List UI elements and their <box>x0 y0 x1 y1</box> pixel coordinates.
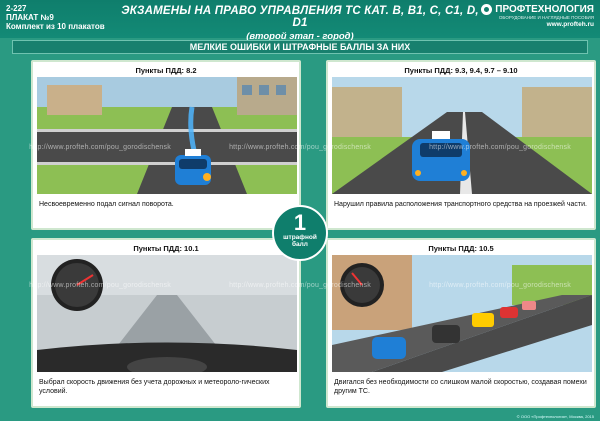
brand-tagline: ОБОРУДОВАНИЕ И НАГЛЯДНЫЕ ПОСОБИЯ <box>498 15 594 20</box>
panel-turn-signal: Пункты ПДД: 8.2 Несвоевременно подал сиг… <box>31 60 301 230</box>
page-title: ЭКЗАМЕНЫ НА ПРАВО УПРАВЛЕНИЯ ТС КАТ. B, … <box>121 5 479 29</box>
panel-title: Пункты ПДД: 9.3, 9.4, 9.7 – 9.10 <box>404 66 518 75</box>
brand-block: ПРОФТЕХНОЛОГИЯ ОБОРУДОВАНИЕ И НАГЛЯДНЫЕ … <box>481 4 594 28</box>
copyright: © ООО «Профтехнология», Москва, 2015 <box>516 414 594 419</box>
brand-name-row: ПРОФТЕХНОЛОГИЯ <box>481 4 594 15</box>
section-title: МЕЛКИЕ ОШИБКИ И ШТРАФНЫЕ БАЛЛЫ ЗА НИХ <box>12 40 588 54</box>
poster-code-block: 2-227 ПЛАКАТ №9 Комплект из 10 плакатов <box>6 4 105 31</box>
panel-slow-speed: Пункты ПДД: 10.5 Двигался без необходимо… <box>326 238 596 408</box>
road-illustration <box>332 77 592 194</box>
intersection-illustration <box>37 77 297 194</box>
poster-code: 2-227 <box>6 4 27 13</box>
panel-title: Пункты ПДД: 8.2 <box>135 66 197 75</box>
traffic-illustration <box>332 255 592 372</box>
panel-caption: Нарушил правила расположения транспортно… <box>334 201 587 208</box>
brand-name: ПРОФТЕХНОЛОГИЯ <box>495 4 594 15</box>
penalty-number: 1 <box>293 210 307 235</box>
panel-lane-position: Пункты ПДД: 9.3, 9.4, 9.7 – 9.10 Нарушил… <box>326 60 596 230</box>
panel-speed-conditions: Пункты ПДД: 10.1 Выбрал скорость движени… <box>31 238 301 408</box>
panel-caption: Выбрал скорость движения без учета дорож… <box>39 379 270 395</box>
poster-number: ПЛАКАТ №9 <box>6 13 54 22</box>
header: 2-227 ПЛАКАТ №9 Комплект из 10 плакатов … <box>0 0 600 42</box>
page-title-block: ЭКЗАМЕНЫ НА ПРАВО УПРАВЛЕНИЯ ТС КАТ. B, … <box>120 5 480 42</box>
penalty-label-2: балл <box>292 241 308 248</box>
brand-logo-icon <box>481 4 493 15</box>
page-subtitle: (второй этап - город) <box>246 31 354 42</box>
fog-illustration <box>37 255 297 372</box>
panel-caption: Несвоевременно подал сигнал поворота. <box>39 201 174 208</box>
brand-site-link[interactable]: www.profteh.ru <box>546 21 594 28</box>
panel-title: Пункты ПДД: 10.5 <box>428 244 494 253</box>
panel-caption: Двигался без необходимости со слишком ма… <box>334 379 587 395</box>
penalty-badge: 1 штрафной балл <box>272 205 328 261</box>
penalty-label-1: штрафной <box>283 234 317 241</box>
poster-set: Комплект из 10 плакатов <box>6 22 105 31</box>
panel-title: Пункты ПДД: 10.1 <box>133 244 199 253</box>
